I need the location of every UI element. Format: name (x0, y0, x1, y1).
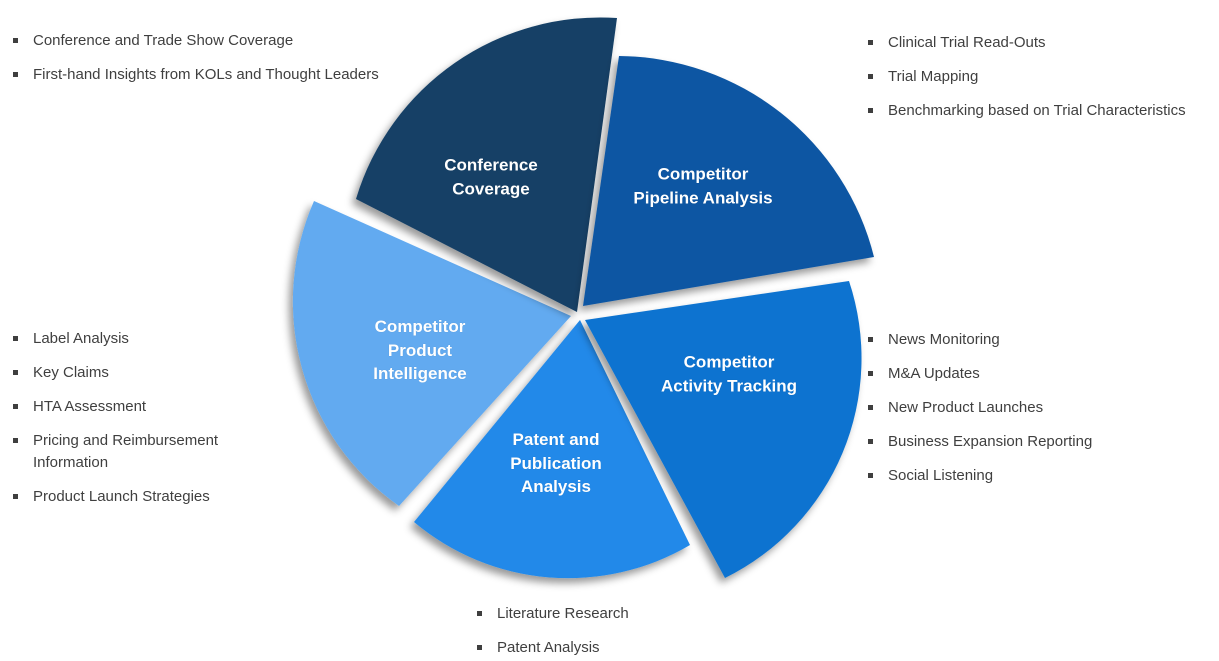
list-item: First-hand Insights from KOLs and Though… (13, 64, 379, 86)
bullet-square-icon (868, 74, 873, 79)
bullet-square-icon (868, 439, 873, 444)
slice-conference-coverage (356, 17, 617, 313)
list-item: Social Listening (868, 465, 1092, 487)
bullet-square-icon (13, 38, 18, 43)
list-product-intelligence: Label Analysis Key Claims HTA Assessment… (13, 328, 238, 520)
list-item: Pricing and Reimbursement Information (13, 430, 238, 474)
slice-label-competitor-pipeline-analysis: Competitor Pipeline Analysis (633, 164, 773, 208)
list-item: Benchmarking based on Trial Characterist… (868, 100, 1186, 122)
bullet-square-icon (868, 337, 873, 342)
slice-competitor-activity-tracking (585, 281, 862, 578)
list-pipeline-analysis: Clinical Trial Read-Outs Trial Mapping B… (868, 32, 1186, 134)
slice-competitor-product-intelligence (292, 201, 571, 506)
bullet-square-icon (13, 438, 18, 443)
bullet-square-icon (13, 404, 18, 409)
bullet-square-icon (477, 611, 482, 616)
bullet-square-icon (868, 40, 873, 45)
slice-patent-and-publication-analysis (414, 320, 690, 579)
list-item: Label Analysis (13, 328, 238, 350)
bullet-square-icon (868, 108, 873, 113)
slice-label-patent-and-publication-analysis: Patent and Publication Analysis (510, 429, 602, 496)
bullet-square-icon (868, 371, 873, 376)
list-item: HTA Assessment (13, 396, 238, 418)
list-item: M&A Updates (868, 363, 1092, 385)
bullet-square-icon (13, 370, 18, 375)
list-item: New Product Launches (868, 397, 1092, 419)
list-item: Clinical Trial Read-Outs (868, 32, 1186, 54)
list-item: Business Expansion Reporting (868, 431, 1092, 453)
bullet-square-icon (868, 405, 873, 410)
list-patent-publication: Literature Research Patent Analysis (477, 603, 629, 661)
list-item: Trial Mapping (868, 66, 1186, 88)
slice-label-competitor-product-intelligence: Competitor Product Intelligence (373, 316, 467, 383)
slice-label-competitor-activity-tracking: Competitor Activity Tracking (660, 352, 798, 396)
slice-competitor-pipeline-analysis (583, 56, 874, 306)
list-conference-coverage: Conference and Trade Show Coverage First… (13, 30, 379, 98)
slice-label-conference-coverage: Conference Coverage (444, 155, 538, 199)
bullet-square-icon (13, 494, 18, 499)
bullet-square-icon (13, 72, 18, 77)
list-item: Conference and Trade Show Coverage (13, 30, 379, 52)
list-item: Patent Analysis (477, 637, 629, 659)
bullet-square-icon (477, 645, 482, 650)
bullet-square-icon (868, 473, 873, 478)
list-item: Product Launch Strategies (13, 486, 238, 508)
bullet-square-icon (13, 336, 18, 341)
list-item: Literature Research (477, 603, 629, 625)
list-activity-tracking: News Monitoring M&A Updates New Product … (868, 329, 1092, 499)
list-item: Key Claims (13, 362, 238, 384)
list-item: News Monitoring (868, 329, 1092, 351)
